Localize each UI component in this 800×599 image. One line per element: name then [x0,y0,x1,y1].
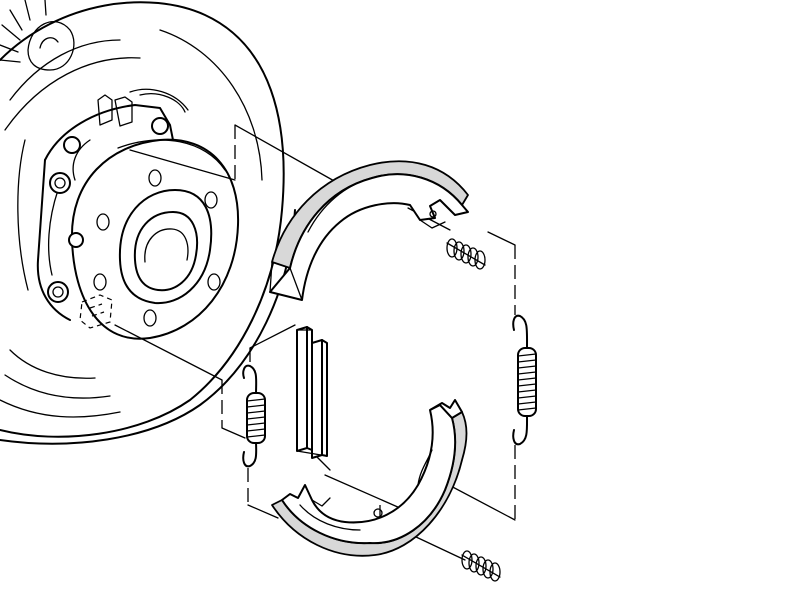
wheel-hub-flange [70,138,240,340]
hidden-adjuster-outline [79,294,113,329]
anchor-bracket [36,88,189,321]
rear-hub-boss [0,0,75,71]
left-return-spring [242,364,266,468]
upper-hold-down-spring [446,238,486,270]
upper-brake-shoe [269,160,469,301]
adjuster-strut [296,326,328,459]
lower-brake-shoe [271,399,468,557]
right-return-spring [512,314,537,446]
lower-hold-down-spring [461,550,501,582]
backing-plate-bolts [47,117,169,303]
